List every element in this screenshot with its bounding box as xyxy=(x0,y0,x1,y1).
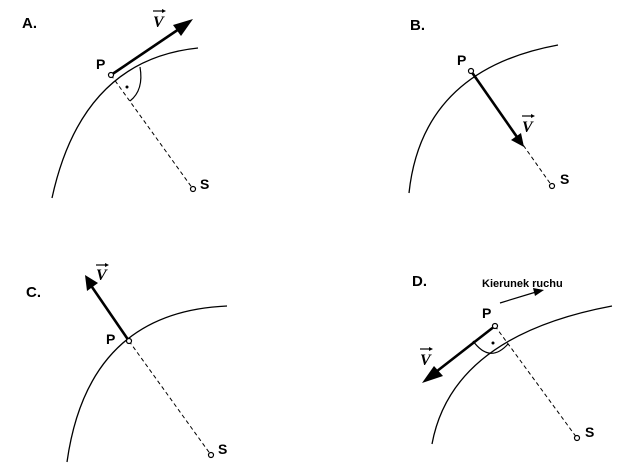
panel-c-velocity-arrow xyxy=(90,286,131,342)
panel-b-vector-bar-tip xyxy=(531,114,535,118)
panel-b-letter: B. xyxy=(410,17,425,34)
panel-d-point-p xyxy=(491,322,499,330)
panel-c-point-p xyxy=(125,337,133,345)
panel-b: B. P S V xyxy=(408,17,569,194)
panel-c-velocity-arrowhead xyxy=(85,275,98,291)
panel-d-direction-label: Kierunek ruchu xyxy=(482,278,563,290)
panel-a-trajectory xyxy=(51,47,199,199)
panel-a-velocity-arrow xyxy=(110,25,183,77)
panel-c-label-v: V xyxy=(96,267,108,284)
panel-c-label-s: S xyxy=(218,441,227,457)
panel-a-velocity-arrowhead xyxy=(173,19,193,36)
panel-a-point-p xyxy=(107,71,115,79)
panel-a-right-angle-dot xyxy=(125,85,129,89)
panel-c-radius-line xyxy=(128,340,212,456)
panel-c-letter: C. xyxy=(26,284,41,301)
panel-b-velocity-arrow xyxy=(469,70,519,138)
panel-a-right-angle-arc xyxy=(129,66,142,102)
panel-c-trajectory xyxy=(66,305,228,463)
panel-a-label-s: S xyxy=(200,176,209,192)
panel-c: C. P S V xyxy=(26,263,228,463)
panel-a-letter: A. xyxy=(22,15,37,32)
panel-d-letter: D. xyxy=(412,273,427,290)
panel-a: A. P S V xyxy=(22,9,209,199)
panel-b-velocity-arrowhead xyxy=(511,133,524,147)
panel-a-label-p: P xyxy=(96,56,105,72)
panel-c-point-s xyxy=(207,451,215,459)
panel-d-right-angle-arc xyxy=(472,340,509,354)
panel-d-label-s: S xyxy=(585,424,594,440)
panel-b-label-v: V xyxy=(522,119,534,136)
panel-d-velocity-arrowhead xyxy=(422,366,443,383)
panel-d-label-v: V xyxy=(420,352,432,369)
panel-b-point-p xyxy=(467,67,475,75)
panel-b-label-p: P xyxy=(457,52,466,68)
panel-a-label-v: V xyxy=(153,14,165,31)
panel-a-vector-bar-tip xyxy=(162,9,166,13)
panel-d-label-p: P xyxy=(482,305,491,321)
panel-c-label-p: P xyxy=(106,331,115,347)
panel-c-vector-bar-tip xyxy=(105,263,109,267)
panel-d-velocity-arrow xyxy=(431,324,496,377)
panel-d-vector-bar-tip xyxy=(429,347,433,351)
panel-d-trajectory xyxy=(431,305,613,445)
panel-d-direction-arrowhead xyxy=(533,288,544,296)
panel-b-point-s xyxy=(548,182,556,190)
panel-b-trajectory xyxy=(408,44,559,194)
panel-d-radius-line xyxy=(494,325,578,439)
panel-d-direction-arrow xyxy=(499,291,537,304)
panel-b-label-s: S xyxy=(560,171,569,187)
panel-a-radius-line xyxy=(110,74,194,190)
panel-d-right-angle-dot xyxy=(491,341,495,345)
panel-d-point-s xyxy=(573,434,581,442)
panel-d: D. Kierunek ruchu P S V xyxy=(412,273,613,445)
panel-a-point-s xyxy=(189,185,197,193)
